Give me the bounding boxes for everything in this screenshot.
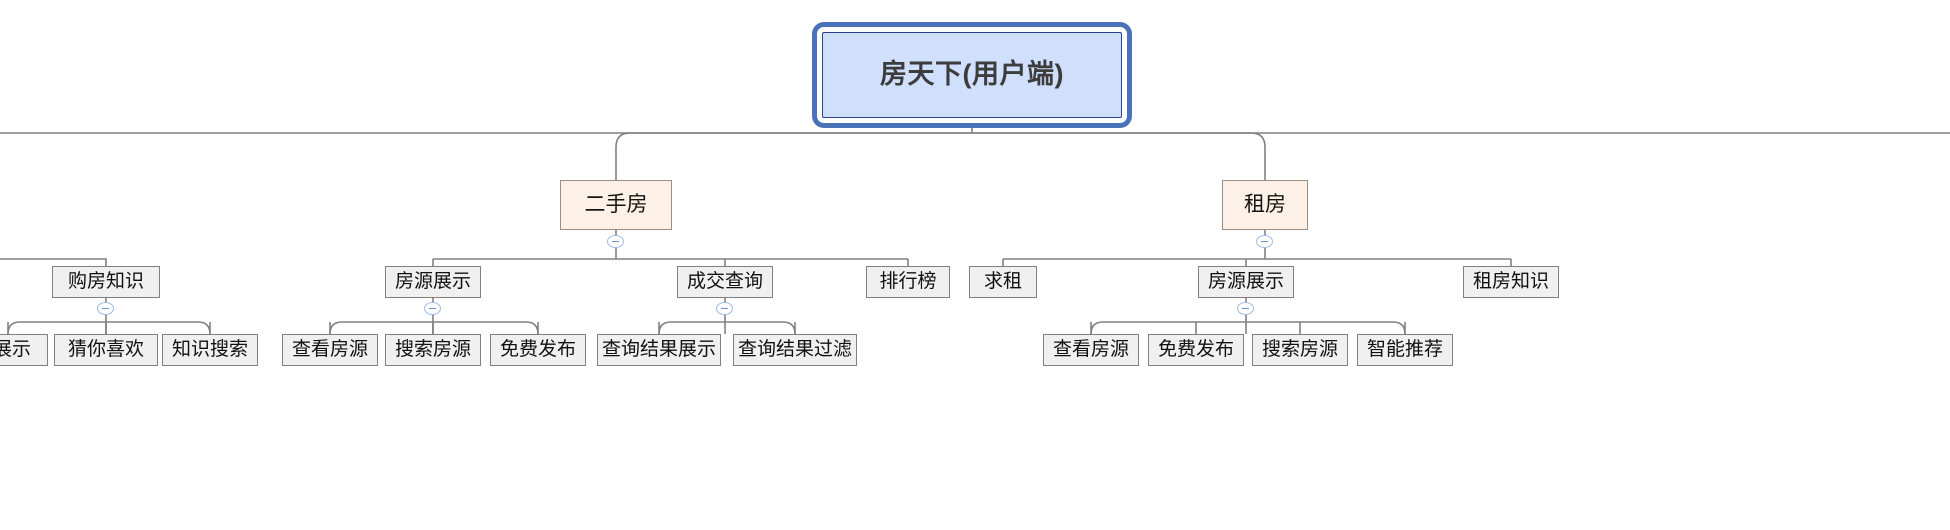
collapse-toggle-chengjiaochaxun[interactable]: [716, 302, 733, 315]
collapse-toggle-ershoufang[interactable]: [607, 235, 624, 248]
node-sousuofangyuan-zufang[interactable]: 搜索房源: [1252, 334, 1348, 366]
node-zhanshi[interactable]: 展示: [0, 334, 48, 366]
node-chengjiaochaxun[interactable]: 成交查询: [677, 266, 773, 298]
wire-fyzs1-bracket: [329, 321, 539, 335]
collapse-toggle-zufang[interactable]: [1256, 235, 1273, 248]
minus-icon: [1242, 307, 1249, 310]
node-fangyuanzhanshi-zufang[interactable]: 房源展示: [1198, 266, 1294, 298]
wire-goufangzhishi-bracket: [7, 321, 211, 335]
collapse-toggle-fangyuanzhanshi-2[interactable]: [1237, 302, 1254, 315]
minus-icon: [102, 307, 109, 310]
node-cainixihuan[interactable]: 猜你喜欢: [54, 334, 158, 366]
collapse-toggle-goufangzhishi[interactable]: [97, 302, 114, 315]
wire-cjcx-bracket: [658, 321, 796, 335]
minus-icon: [1261, 240, 1268, 243]
node-chakanfangyuan-ershoufang[interactable]: 查看房源: [282, 334, 378, 366]
node-chaxunjieguozhanshi[interactable]: 查询结果展示: [597, 334, 721, 366]
node-zhinengtuijian[interactable]: 智能推荐: [1357, 334, 1453, 366]
wire-fyzs2-bracket: [1090, 321, 1406, 335]
minus-icon: [721, 307, 728, 310]
node-zufangzhishi[interactable]: 租房知识: [1463, 266, 1559, 298]
node-mianfeifabu-ershoufang[interactable]: 免费发布: [490, 334, 586, 366]
minus-icon: [612, 240, 619, 243]
node-chakanfangyuan-zufang[interactable]: 查看房源: [1043, 334, 1139, 366]
node-zhishisousuo[interactable]: 知识搜索: [162, 334, 258, 366]
node-ershoufang[interactable]: 二手房: [560, 180, 672, 230]
root-node-fangtianxia[interactable]: 房天下(用户端): [822, 32, 1122, 118]
node-qiuzu[interactable]: 求租: [969, 266, 1037, 298]
minus-icon: [429, 307, 436, 310]
wire-root-to-zufang: [972, 132, 1266, 180]
node-zufang[interactable]: 租房: [1222, 180, 1308, 230]
node-fangyuanzhanshi-ershoufang[interactable]: 房源展示: [385, 266, 481, 298]
wire-root-to-ershoufang: [615, 132, 972, 180]
node-mianfeifabu-zufang[interactable]: 免费发布: [1148, 334, 1244, 366]
node-chaxunjieguoguolv[interactable]: 查询结果过滤: [733, 334, 857, 366]
node-paihangbang[interactable]: 排行榜: [866, 266, 950, 298]
node-sousuofangyuan-ershoufang[interactable]: 搜索房源: [385, 334, 481, 366]
node-goufangzhishi[interactable]: 购房知识: [52, 266, 160, 298]
collapse-toggle-fangyuanzhanshi-1[interactable]: [424, 302, 441, 315]
